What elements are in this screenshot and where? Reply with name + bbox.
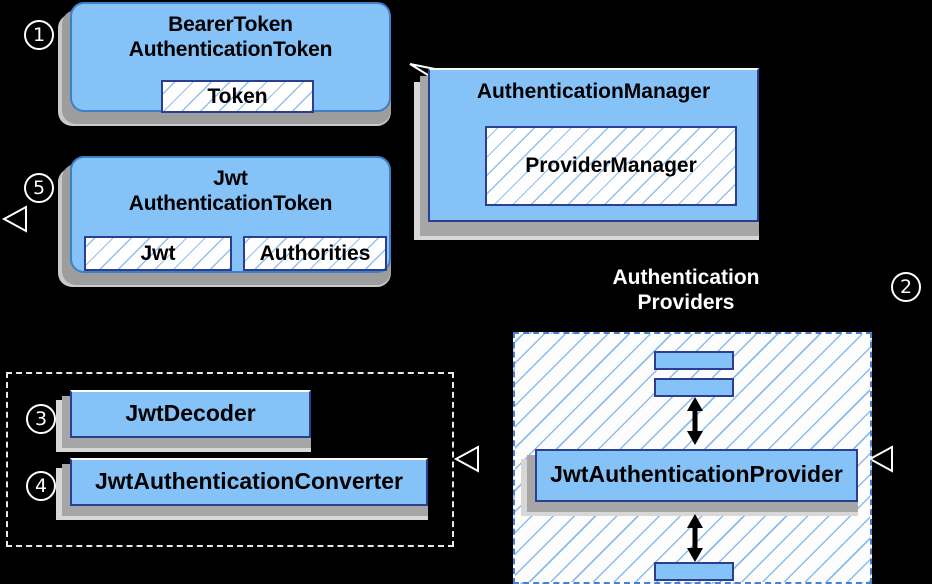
card-bearer-token-authentication-token[interactable]: BearerToken AuthenticationToken Token (58, 2, 391, 126)
step-marker-3: 3 (26, 404, 56, 434)
step-marker-5: 5 (24, 173, 54, 203)
card-jwt-authentication-provider[interactable]: JwtAuthenticationProvider (521, 449, 858, 516)
step-marker-2: 2 (891, 272, 921, 302)
authentication-providers-container: JwtAuthenticationProvider (513, 332, 872, 584)
card-body: JwtAuthenticationProvider (535, 449, 858, 502)
card-body: JwtDecoder (70, 390, 311, 438)
step-marker-1: 1 (24, 20, 54, 50)
card-body: AuthenticationManager ProviderManager (428, 68, 759, 222)
card-title: JwtAuthenticationProvider (550, 461, 843, 487)
field-token[interactable]: Token (161, 80, 314, 113)
stub-bar-bottom-1 (654, 562, 734, 581)
card-authentication-manager[interactable]: AuthenticationManager ProviderManager (414, 68, 759, 240)
hollow-arrowhead-left-middle (453, 445, 479, 473)
hollow-arrowhead-left-outer (1, 205, 27, 233)
card-body: Jwt AuthenticationToken Jwt Authorities (70, 156, 391, 273)
card-title-line1: Jwt (213, 167, 248, 190)
card-jwt-authentication-converter[interactable]: JwtAuthenticationConverter (56, 458, 428, 520)
card-body: JwtAuthenticationConverter (70, 458, 428, 506)
field-authorities[interactable]: Authorities (243, 236, 387, 271)
card-title: JwtAuthenticationConverter (95, 468, 403, 494)
double-arrow-top (687, 397, 703, 445)
label-authentication-providers: Authentication Providers (578, 265, 794, 315)
step-marker-4: 4 (26, 471, 56, 501)
card-jwt-decoder[interactable]: JwtDecoder (56, 390, 311, 452)
stub-bar-top-1 (654, 351, 734, 370)
card-title-line2: AuthenticationToken (128, 38, 333, 61)
label-line1: Authentication (612, 266, 760, 289)
double-arrow-bottom (687, 514, 703, 562)
card-jwt-authentication-token[interactable]: Jwt AuthenticationToken Jwt Authorities (58, 156, 391, 287)
card-title-line1: BearerToken (168, 13, 293, 36)
card-title: AuthenticationManager (476, 80, 711, 103)
jwt-support-beans-group (6, 372, 454, 547)
field-provider-manager[interactable]: ProviderManager (485, 126, 737, 206)
hollow-arrowhead-left-right (867, 445, 893, 473)
field-jwt[interactable]: Jwt (84, 236, 232, 271)
stub-bar-top-2 (654, 378, 734, 397)
card-title: JwtDecoder (125, 400, 256, 426)
card-body: BearerToken AuthenticationToken Token (70, 2, 391, 113)
label-line2: Providers (637, 291, 735, 314)
card-title-line2: AuthenticationToken (128, 192, 333, 215)
